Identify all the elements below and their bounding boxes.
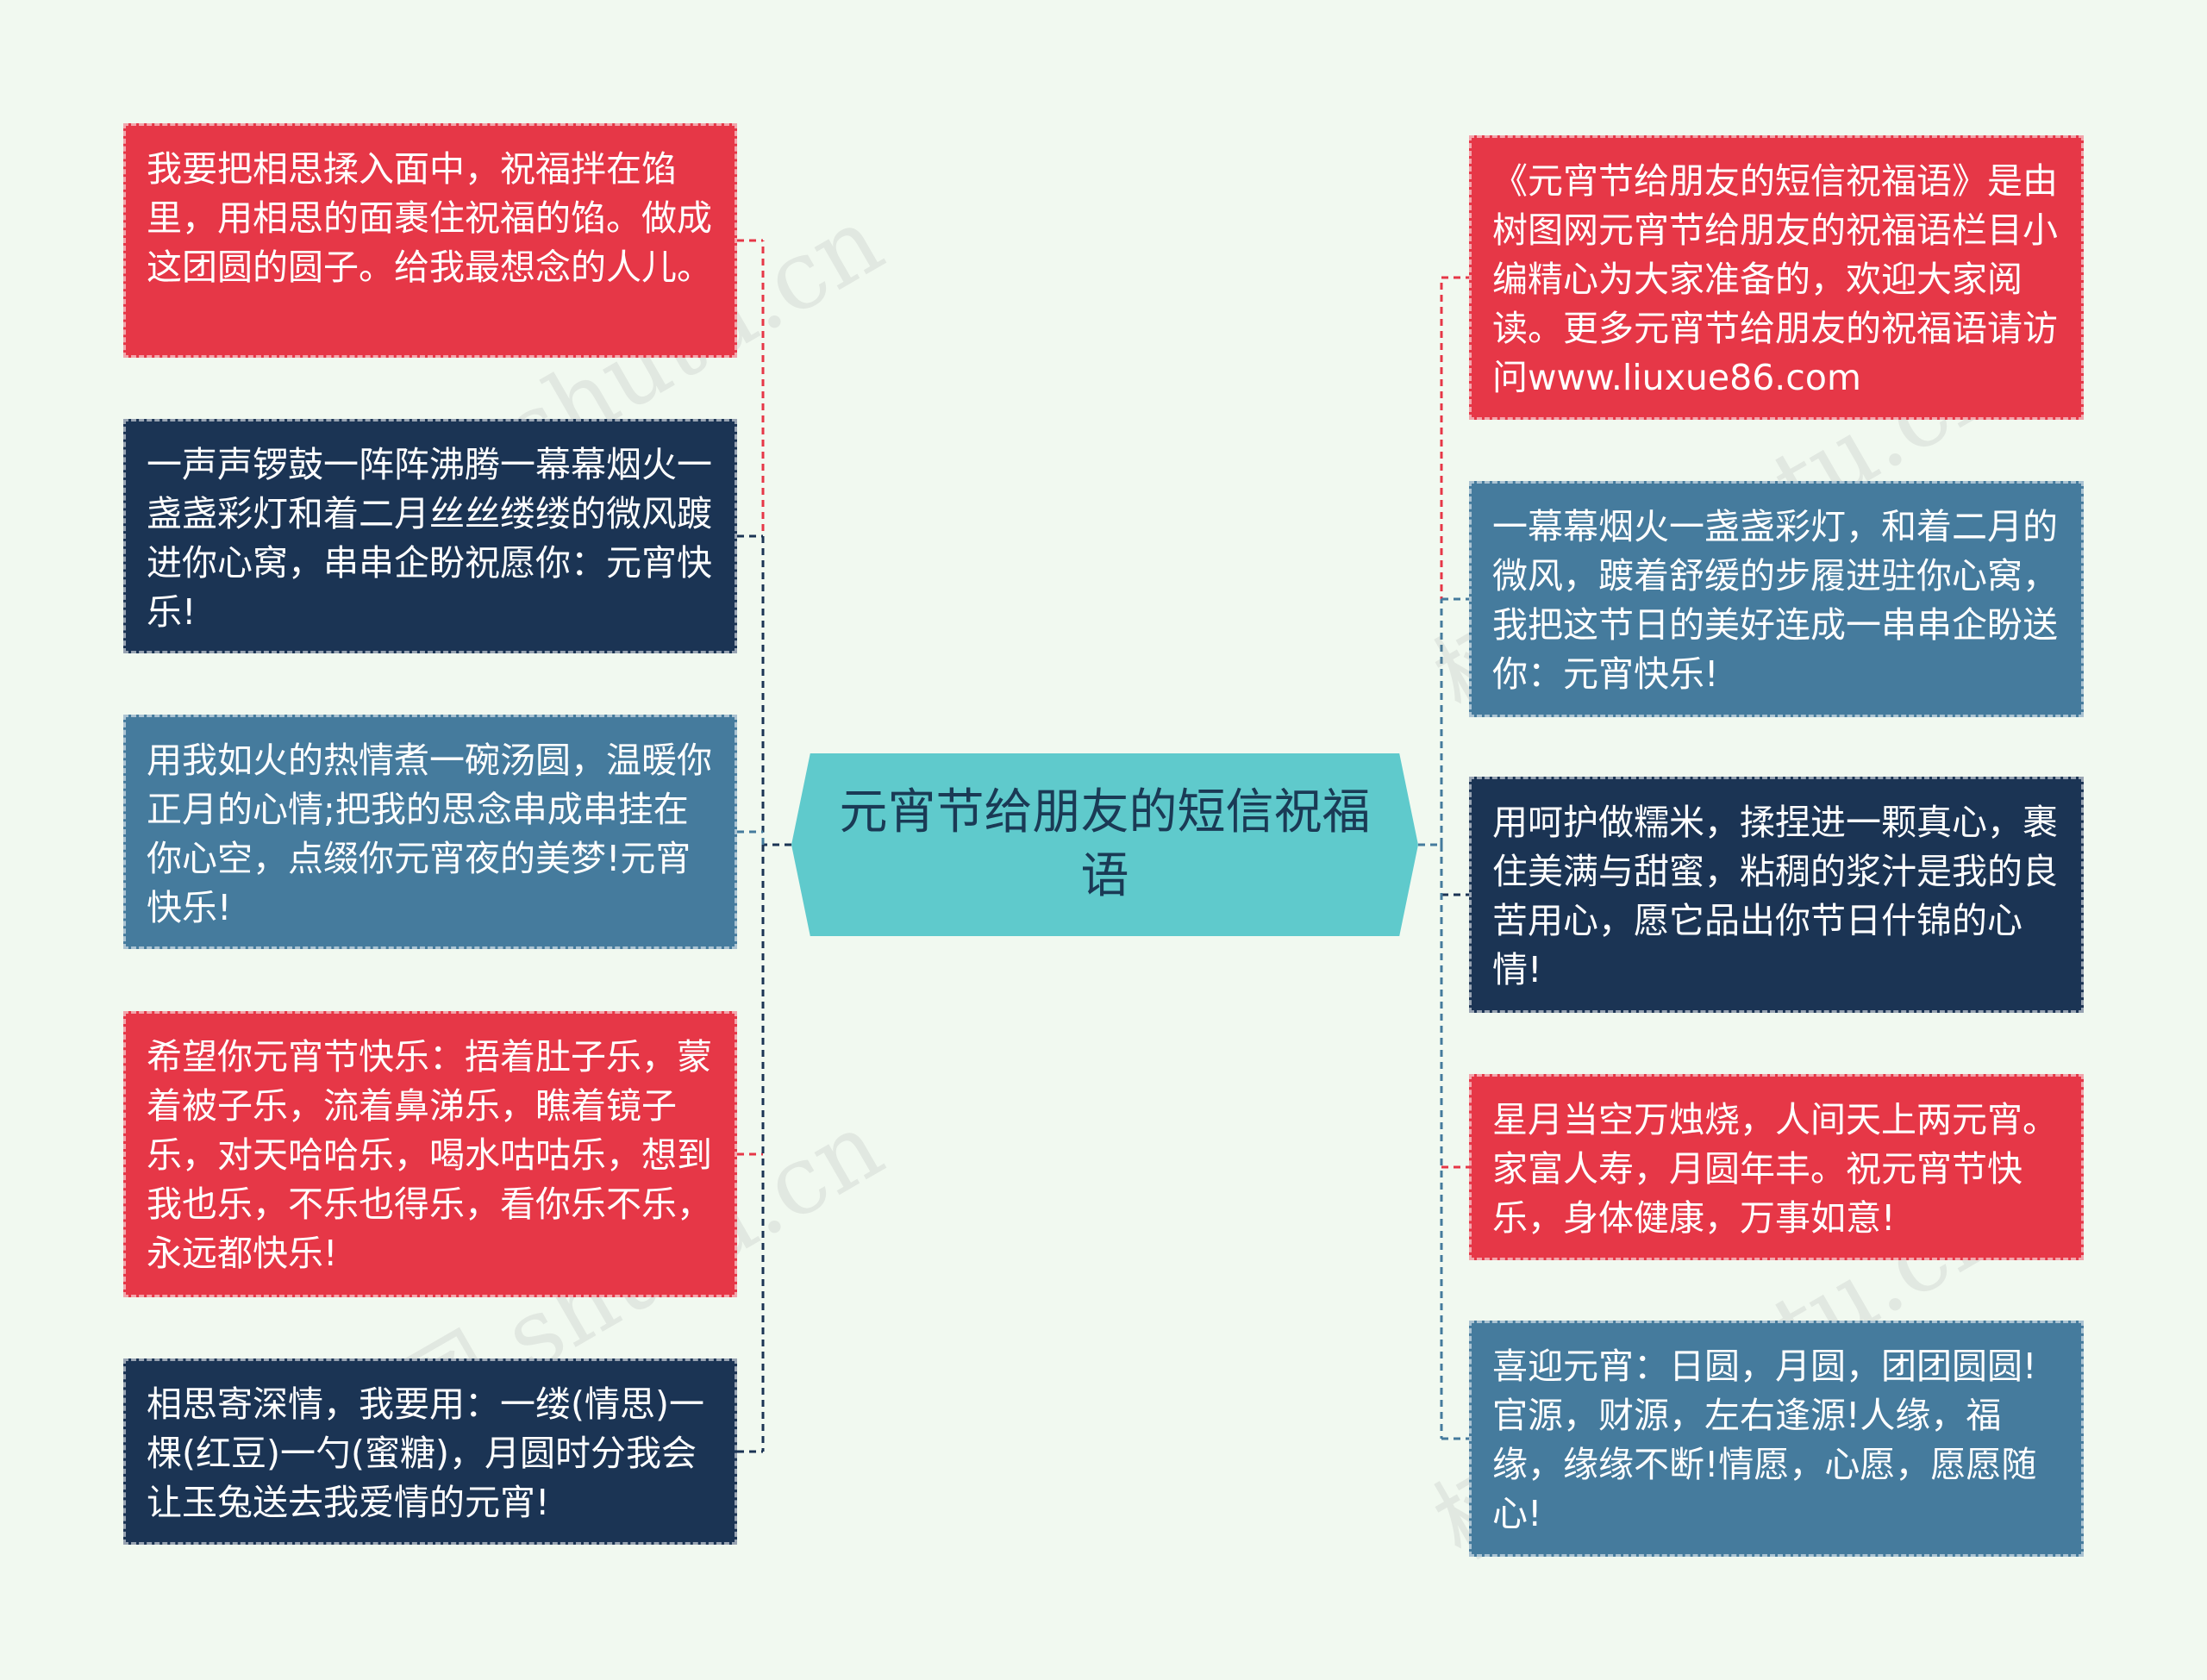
right-node-4-text: 星月当空万烛烧，人间天上两元宵。家富人寿，月圆年丰。祝元宵节快乐，身体健康，万事… — [1492, 1099, 2058, 1239]
left-node-2-text: 一声声锣鼓一阵阵沸腾一幕幕烟火一盏盏彩灯和着二月丝丝缕缕的微风踱进你心窝，串串企… — [147, 444, 712, 633]
center-topic[interactable]: 元宵节给朋友的短信祝福语 — [791, 753, 1418, 936]
left-node-3-text: 用我如火的热情煮一碗汤圆，温暖你正月的心情;把我的思念串成串挂在你心空，点缀你元… — [147, 740, 712, 928]
right-node-1[interactable]: 《元宵节给朋友的短信祝福语》是由树图网元宵节给朋友的祝福语栏目小编精心为大家准备… — [1469, 135, 2084, 420]
left-node-3[interactable]: 用我如火的热情煮一碗汤圆，温暖你正月的心情;把我的思念串成串挂在你心空，点缀你元… — [123, 715, 737, 949]
left-node-1-text: 我要把相思揉入面中，祝福拌在馅里，用相思的面裹住祝福的馅。做成这团圆的圆子。给我… — [147, 148, 712, 288]
left-node-5-text: 相思寄深情，我要用：一缕(情思)一棵(红豆)一勺(蜜糖)，月圆时分我会让玉兔送去… — [147, 1383, 704, 1523]
right-node-2-text: 一幕幕烟火一盏盏彩灯，和着二月的微风，踱着舒缓的步履进驻你心窝，我把这节日的美好… — [1492, 506, 2058, 695]
left-node-4-text: 希望你元宵节快乐：捂着肚子乐，蒙着被子乐，流着鼻涕乐，瞧着镜子乐，对天哈哈乐，喝… — [147, 1036, 712, 1274]
center-topic-title: 元宵节给朋友的短信祝福语 — [839, 784, 1371, 904]
left-node-5[interactable]: 相思寄深情，我要用：一缕(情思)一棵(红豆)一勺(蜜糖)，月圆时分我会让玉兔送去… — [123, 1358, 737, 1545]
right-node-5[interactable]: 喜迎元宵：日圆，月圆，团团圆圆!官源，财源，左右逢源!人缘，福缘，缘缘不断!情愿… — [1469, 1321, 2084, 1557]
right-node-3-text: 用呵护做糯米，揉捏进一颗真心，裹住美满与甜蜜，粘稠的浆汁是我的良苦用心，愿它品出… — [1492, 802, 2058, 990]
left-node-2[interactable]: 一声声锣鼓一阵阵沸腾一幕幕烟火一盏盏彩灯和着二月丝丝缕缕的微风踱进你心窝，串串企… — [123, 419, 737, 653]
left-node-4[interactable]: 希望你元宵节快乐：捂着肚子乐，蒙着被子乐，流着鼻涕乐，瞧着镜子乐，对天哈哈乐，喝… — [123, 1011, 737, 1297]
left-node-1[interactable]: 我要把相思揉入面中，祝福拌在馅里，用相思的面裹住祝福的馅。做成这团圆的圆子。给我… — [123, 123, 737, 358]
right-node-5-text: 喜迎元宵：日圆，月圆，团团圆圆!官源，财源，左右逢源!人缘，福缘，缘缘不断!情愿… — [1492, 1346, 2037, 1534]
right-node-1-text: 《元宵节给朋友的短信祝福语》是由树图网元宵节给朋友的祝福语栏目小编精心为大家准备… — [1492, 160, 2058, 398]
right-node-4[interactable]: 星月当空万烛烧，人间天上两元宵。家富人寿，月圆年丰。祝元宵节快乐，身体健康，万事… — [1469, 1074, 2084, 1260]
right-node-2[interactable]: 一幕幕烟火一盏盏彩灯，和着二月的微风，踱着舒缓的步履进驻你心窝，我把这节日的美好… — [1469, 481, 2084, 717]
right-node-3[interactable]: 用呵护做糯米，揉捏进一颗真心，裹住美满与甜蜜，粘稠的浆汁是我的良苦用心，愿它品出… — [1469, 777, 2084, 1013]
